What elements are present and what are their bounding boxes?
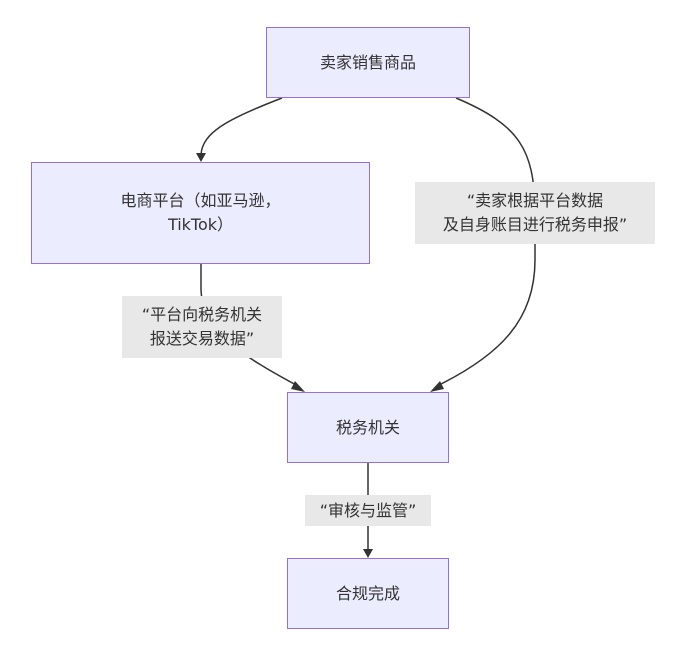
node-compliance-done-label: 合规完成 — [335, 583, 400, 603]
arrowhead-icon — [291, 381, 305, 392]
edge-label-text: “卖家根据平台数据 及自身账目进行税务申报” — [442, 191, 628, 234]
edge-label-seller-to-tax: “卖家根据平台数据 及自身账目进行税务申报” — [415, 182, 655, 244]
node-seller: 卖家销售商品 — [266, 27, 470, 98]
edge-label-platform-to-tax: “平台向税务机关 报送交易数据” — [122, 296, 282, 358]
node-tax-authority: 税务机关 — [287, 392, 449, 463]
edge-label-tax-to-done: “审核与监管” — [305, 495, 431, 526]
arrowhead-icon — [196, 153, 206, 162]
node-platform-label: 电商平台（如亚马逊， TikTok） — [120, 191, 281, 234]
edge-label-text: “审核与监管” — [319, 500, 417, 520]
edge-seller-to-tax — [436, 97, 536, 387]
node-platform: 电商平台（如亚马逊， TikTok） — [31, 162, 370, 264]
node-seller-label: 卖家销售商品 — [319, 52, 416, 72]
node-tax-authority-label: 税务机关 — [335, 417, 400, 437]
edge-seller-to-platform — [200, 97, 283, 156]
arrowhead-icon — [363, 549, 373, 558]
edge-label-text: “平台向税务机关 报送交易数据” — [141, 305, 263, 348]
arrowhead-icon — [430, 381, 444, 392]
node-compliance-done: 合规完成 — [287, 558, 449, 629]
